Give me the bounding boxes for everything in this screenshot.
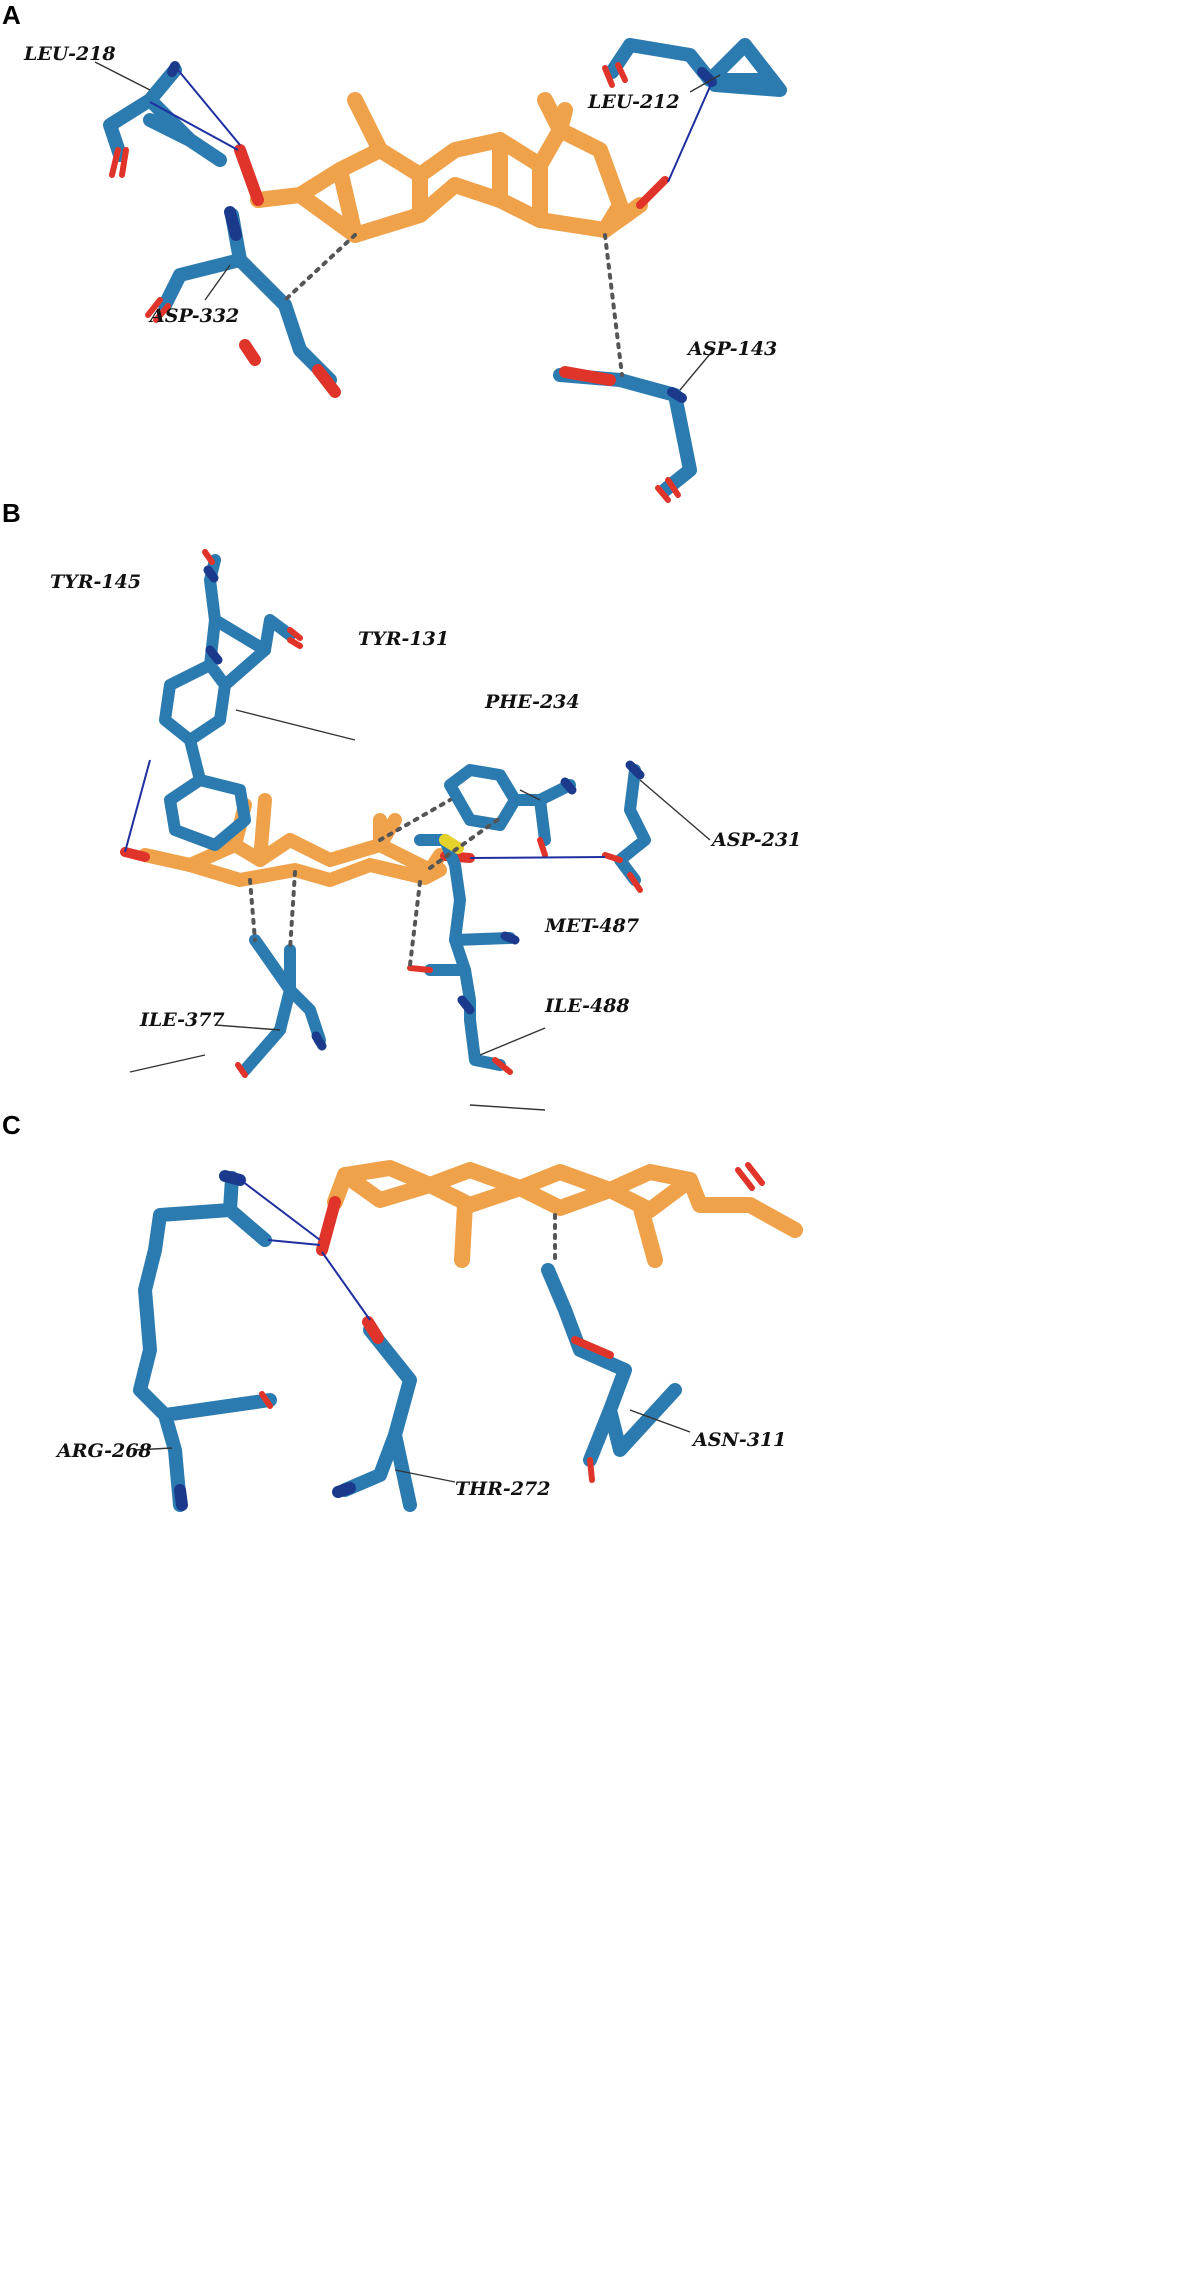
panel-letter-c: C: [2, 1110, 21, 1140]
panel-b: B: [0, 498, 1183, 1120]
label-asp332: ASP-332: [148, 305, 239, 327]
panel-b-structure: TYR-145 TYR-131 PHE-234 ASP-231 MET-487 …: [50, 549, 801, 1111]
hydrophobic-b: [248, 798, 502, 967]
ligand-a: [234, 92, 669, 243]
label-leu212: LEU-212: [587, 91, 680, 113]
panel-a-structure: LEU-218 LEU-212 ASP-332 ASP-143: [23, 38, 787, 503]
label-tyr145: TYR-145: [50, 571, 141, 593]
residue-tyr145-131: [159, 549, 303, 851]
label-met487: MET-487: [544, 915, 639, 937]
residue-ile377: [235, 934, 327, 1078]
label-ile377: ILE-377: [139, 1009, 225, 1031]
hbond-thr272: [321, 1251, 371, 1321]
label-thr272: THR-272: [455, 1478, 550, 1500]
residue-asp231: [602, 760, 651, 893]
panel-a: A: [0, 0, 1183, 520]
hbond-arg268: [237, 1177, 321, 1246]
hydrophobic-asp332: [283, 233, 357, 302]
residue-arg268: [133, 1170, 277, 1512]
label-asp143: ASP-143: [686, 338, 777, 360]
panel-letter-b: B: [2, 498, 21, 528]
hbond-leu212: [667, 81, 713, 183]
hbond-leu218: [149, 69, 241, 151]
label-asn311: ASN-311: [691, 1429, 786, 1451]
panel-c-structure: ARG-268 THR-272 ASN-311: [55, 1160, 803, 1512]
residue-phe234: [444, 764, 577, 858]
label-asp231: ASP-231: [710, 829, 801, 851]
hbond-tyr: [124, 759, 151, 853]
panel-letter-a: A: [2, 0, 21, 30]
residue-leu212: [602, 38, 787, 97]
label-phe234: PHE-234: [484, 691, 580, 713]
residue-asp332: [145, 206, 341, 398]
hbond-asp231: [469, 856, 606, 859]
residue-thr272: [332, 1316, 417, 1512]
label-ile488: ILE-488: [544, 995, 630, 1017]
residue-asp143: [553, 366, 697, 503]
hydrophobic-asp143: [603, 233, 624, 377]
residue-met487: [407, 834, 520, 1075]
label-tyr131: TYR-131: [358, 628, 449, 650]
residue-leu218: [103, 61, 227, 178]
label-arg268: ARG-268: [55, 1440, 152, 1462]
label-leu218: LEU-218: [23, 43, 116, 65]
residue-asn311: [541, 1263, 682, 1483]
panel-c: C ARG: [0, 1110, 1183, 2287]
ligand-c: [316, 1160, 803, 1268]
